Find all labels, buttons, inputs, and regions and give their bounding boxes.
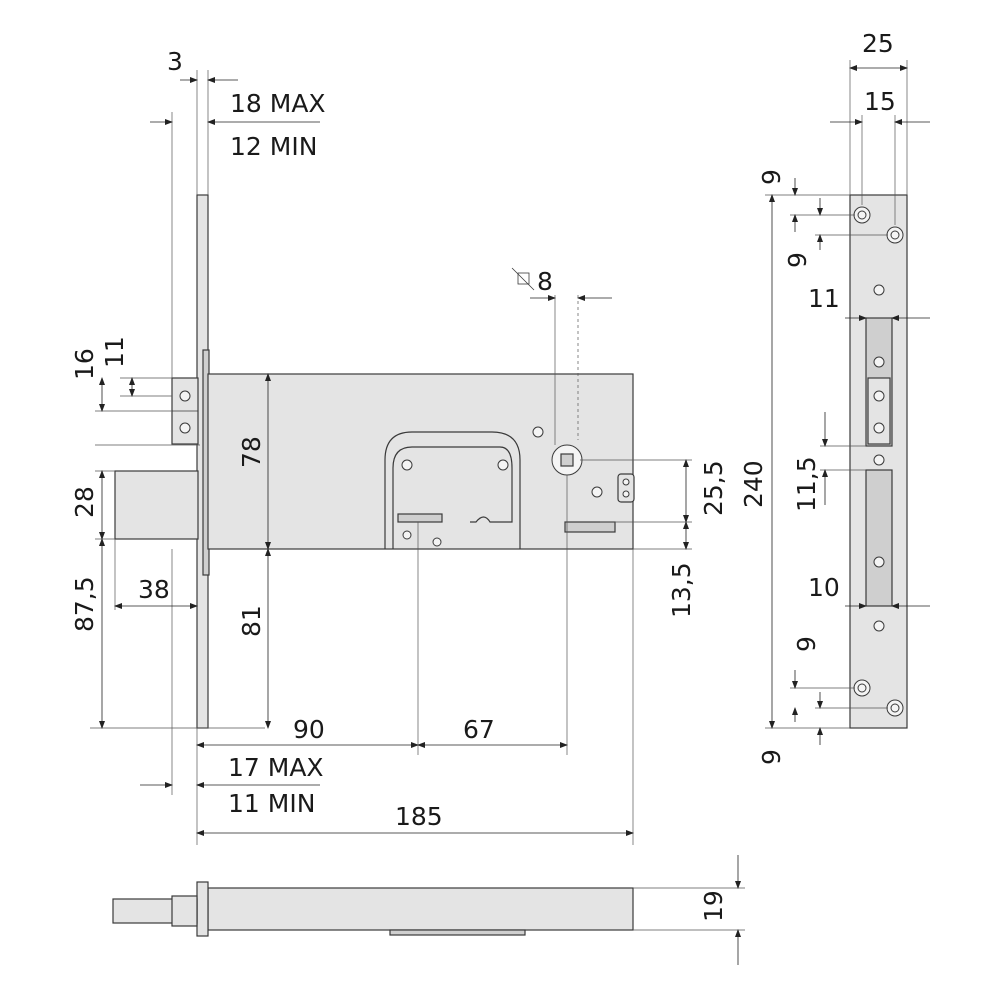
- dim-bolt-height: 28: [70, 486, 99, 518]
- cylinder-cavity: [384, 431, 521, 549]
- dim-hole-spacing-top-b: 9: [783, 252, 812, 268]
- dim-bolt-slot: 10: [808, 573, 840, 602]
- dim-hole-spacing-bottom-b: 9: [757, 749, 786, 765]
- dim-latch-gap: 11: [100, 336, 129, 368]
- dim-door-min-top: 12 MIN: [230, 132, 317, 161]
- dim-plate-width: 25: [862, 29, 894, 58]
- dim-key-to-bottom: 13,5: [667, 562, 696, 618]
- dim-latch-slot: 11: [808, 284, 840, 313]
- strike-plate-dimension-texts: 25 15 9 9 11 11,5 10 240 9 9: [739, 29, 896, 765]
- dim-plate-length: 240: [739, 460, 768, 508]
- dim-case-length: 185: [395, 802, 443, 831]
- dim-latch-height: 16: [70, 348, 99, 380]
- bolt-slot: [865, 469, 893, 607]
- spindle-square: [560, 453, 574, 467]
- top-view-faceplate: [196, 881, 209, 937]
- dim-backset: 90: [293, 715, 325, 744]
- dim-slot-gap: 11,5: [792, 456, 821, 512]
- front-view-extension-lines: [90, 70, 692, 845]
- dim-bolt-throw: 38: [138, 575, 170, 604]
- front-view-dimension-lines: [99, 77, 689, 836]
- dim-door-max-bottom: 17 MAX: [228, 753, 324, 782]
- dim-hole-spacing-bottom-a: 9: [792, 636, 821, 652]
- front-view-dimension-texts: 3 18 MAX 12 MIN 16 11 28 38 87,5 78 81 8…: [70, 47, 728, 831]
- strike-plate-view: [849, 194, 908, 729]
- dim-case-thickness: 19: [699, 890, 728, 922]
- dim-door-max-top: 18 MAX: [230, 89, 326, 118]
- dim-spindle-to-key: 25,5: [699, 460, 728, 516]
- dim-bolt-to-bottom: 87,5: [70, 576, 99, 632]
- dim-case-upper: 78: [237, 436, 266, 468]
- front-view: [114, 194, 635, 729]
- dim-faceplate-thickness: 3: [167, 47, 183, 76]
- strike-plate-dimension-lines: [765, 60, 930, 745]
- dim-case-lower: 81: [237, 605, 266, 637]
- dim-door-min-bottom: 11 MIN: [228, 789, 315, 818]
- top-view-case: [207, 887, 634, 931]
- dim-spindle-to-cylinder: 67: [463, 715, 495, 744]
- dim-spindle-square: 8: [537, 267, 553, 296]
- dim-plate-inner-width: 15: [864, 87, 896, 116]
- top-view: 19: [112, 855, 745, 965]
- dim-hole-spacing-top-a: 9: [757, 169, 786, 185]
- dead-bolt: [114, 470, 199, 540]
